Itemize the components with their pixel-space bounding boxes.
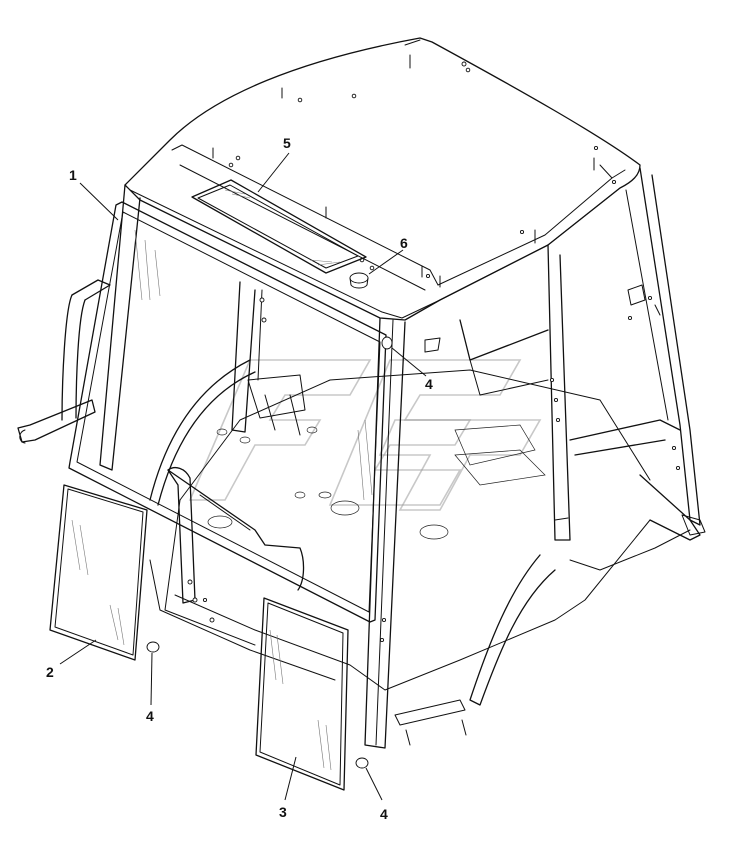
part-4-plug-right — [355, 757, 369, 769]
part-1-windshield — [68, 201, 387, 623]
callout-4-left: 4 — [146, 708, 154, 724]
leader-lines — [59, 152, 427, 801]
callout-3: 3 — [279, 804, 287, 820]
watermark-logo — [188, 359, 542, 511]
cab-roof — [124, 37, 641, 321]
callout-2: 2 — [46, 664, 54, 680]
cab-frame — [17, 167, 706, 749]
callout-labels: 1 2 3 4 4 4 5 6 — [46, 135, 433, 822]
part-3-lower-glass-right — [255, 597, 349, 791]
part-4-plug-left — [146, 641, 160, 653]
callout-1: 1 — [69, 167, 77, 183]
part-4-plug-upper — [381, 336, 393, 350]
callout-5: 5 — [283, 135, 291, 151]
callout-6: 6 — [400, 235, 408, 251]
callout-4-right: 4 — [380, 806, 388, 822]
callout-4-upper: 4 — [425, 376, 433, 392]
part-5-roof-window — [191, 179, 367, 274]
part-6-cap — [349, 272, 369, 289]
part-2-lower-glass-left — [49, 484, 148, 661]
